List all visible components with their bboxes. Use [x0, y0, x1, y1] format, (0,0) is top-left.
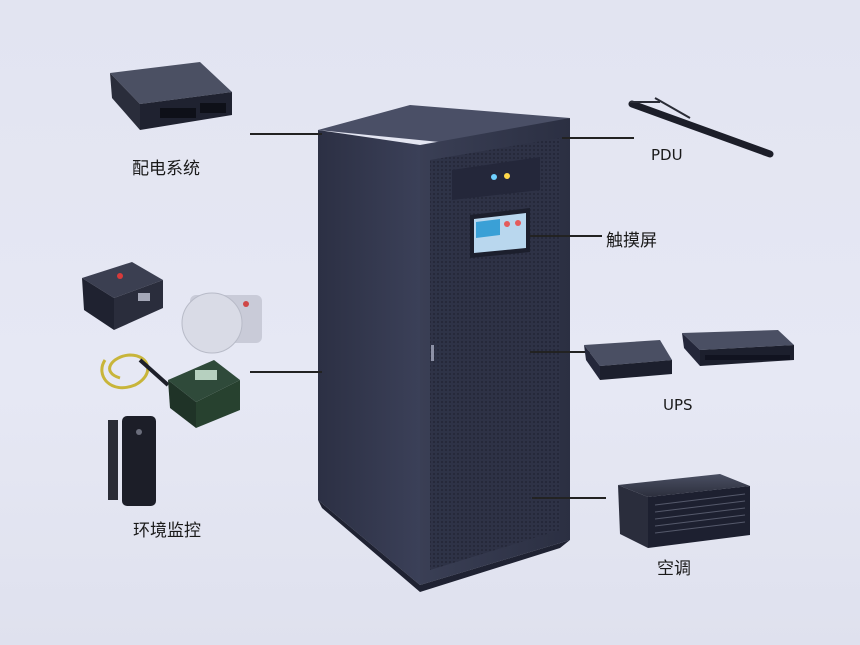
door-sensor-icon: [108, 416, 156, 506]
smoke-sensor-icon: [181, 292, 262, 354]
power-distribution-unit-icon: [110, 62, 232, 130]
status-light-blue-icon: [491, 174, 497, 180]
label-env-monitoring: 环境监控: [133, 521, 201, 541]
gateway-box-icon: [82, 262, 163, 330]
ups-unit-right-icon: [682, 330, 794, 366]
server-cabinet: [318, 105, 570, 592]
ups-unit-left-icon: [584, 340, 672, 380]
label-ups: UPS: [663, 396, 693, 414]
pdu-strip-icon: [628, 97, 774, 158]
label-air-conditioning: 空调: [657, 559, 691, 579]
io-module-icon: [168, 360, 240, 428]
connector-lines: [250, 133, 634, 499]
label-power-distribution: 配电系统: [132, 159, 200, 179]
touch-screen-display-icon: [474, 213, 526, 253]
air-conditioning-unit-icon: [618, 474, 750, 548]
water-leak-cable-icon: [100, 353, 170, 390]
label-pdu: PDU: [651, 146, 683, 164]
status-light-yellow-icon: [504, 173, 510, 179]
label-touch-screen: 触摸屏: [606, 231, 657, 251]
env-monitoring-devices: [82, 262, 262, 506]
